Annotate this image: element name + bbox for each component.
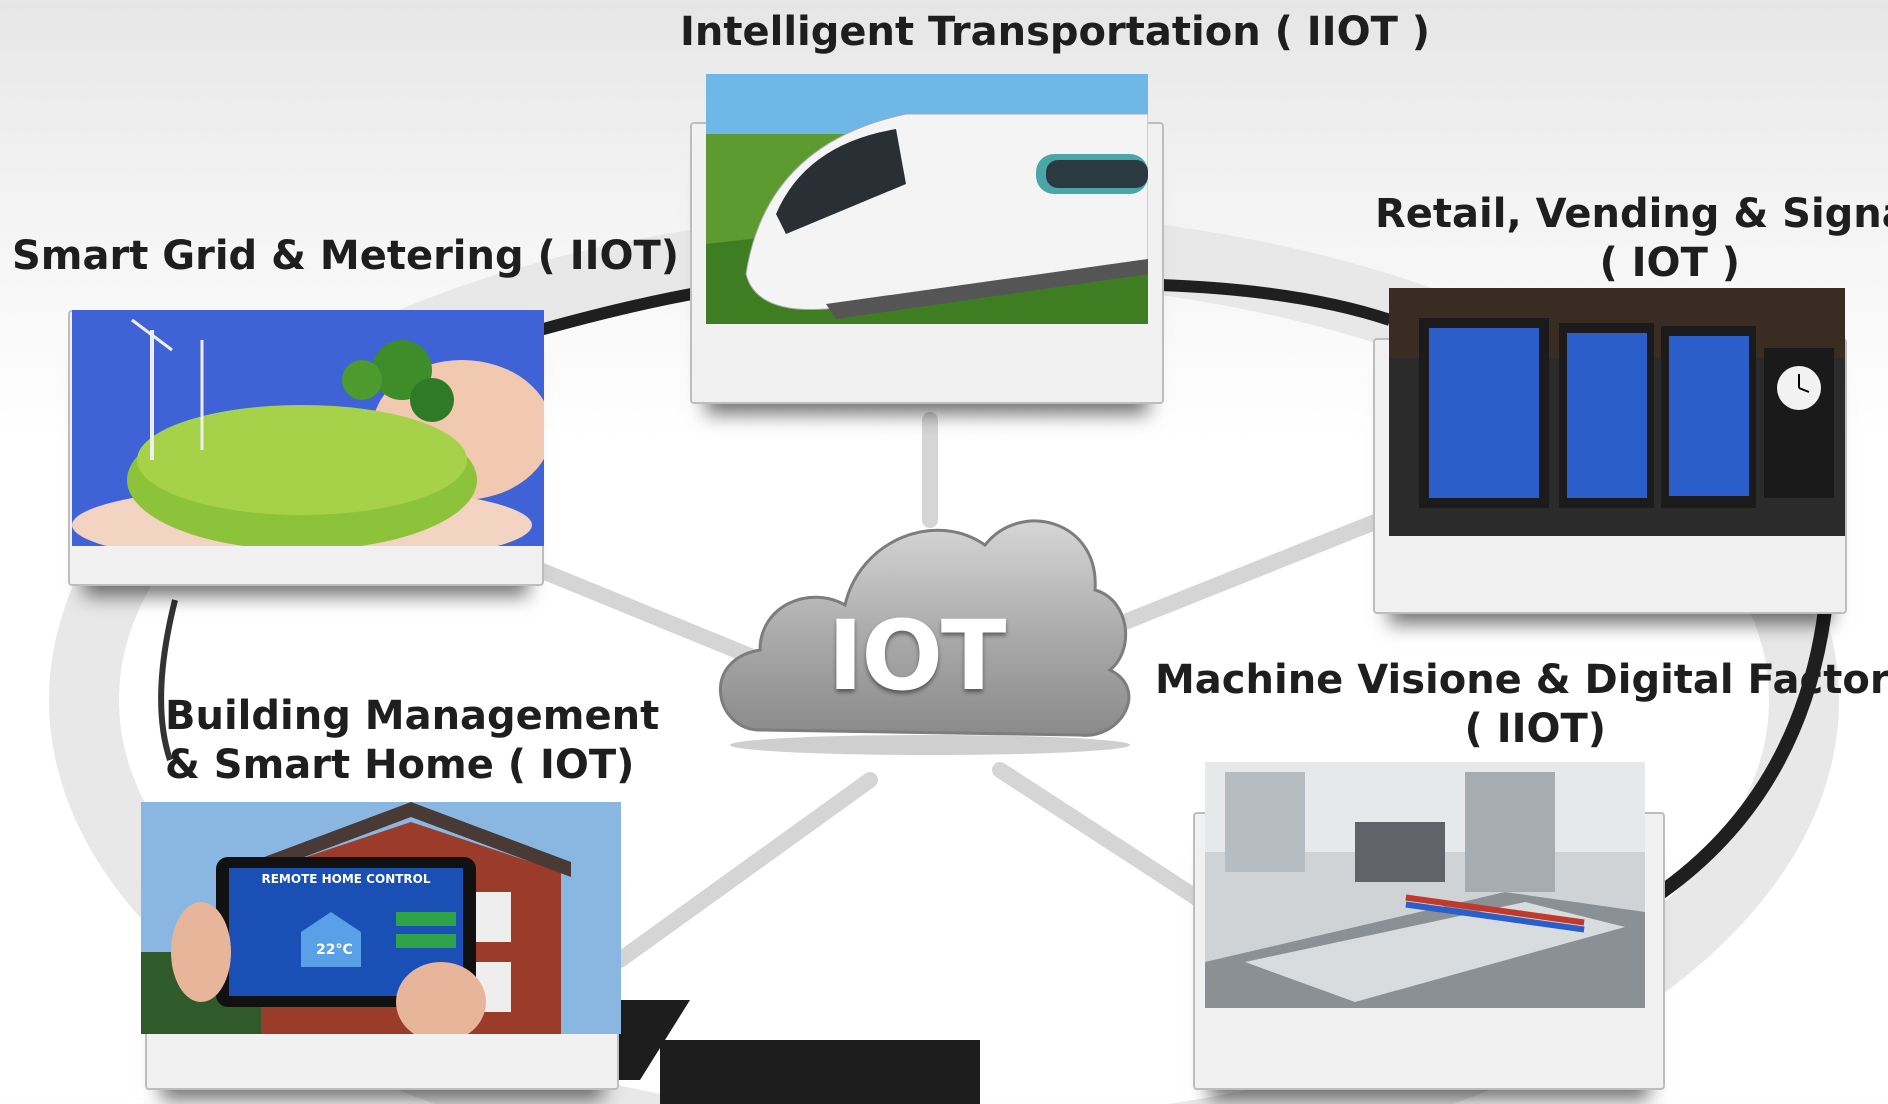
departure-board-photo xyxy=(1389,288,1845,536)
card-factory xyxy=(1193,762,1665,1090)
iot-center-label: IOT xyxy=(827,600,1007,712)
spoke-right xyxy=(1072,512,1388,648)
platform-slab xyxy=(660,1040,980,1104)
label-building-line1: Building Management xyxy=(165,693,660,739)
card-retail xyxy=(1373,288,1847,614)
ring-dark-arc-lowleft xyxy=(158,599,178,761)
label-building: Building Management & Smart Home ( IOT) xyxy=(165,692,659,790)
tablet-home-control-photo: REMOTE HOME CONTROL 22°C xyxy=(141,802,621,1034)
tablet-temperature: 22°C xyxy=(316,942,353,958)
spoke-left xyxy=(532,562,768,668)
label-factory-line1: Machine Visione & Digital Factory xyxy=(1155,657,1888,703)
card-transport xyxy=(690,74,1164,404)
spoke-lowleft xyxy=(612,772,878,968)
label-transport: Intelligent Transportation ( IIOT ) xyxy=(680,8,1430,57)
label-building-line2: & Smart Home ( IOT) xyxy=(165,741,635,788)
cloud-shape xyxy=(719,519,1131,755)
card-smart-grid xyxy=(68,310,544,586)
ring-dark-arc-right xyxy=(1159,279,1392,326)
label-factory-line2: ( IIOT) xyxy=(1464,705,1607,752)
label-retail: Retail, Vending & Signage ( IOT ) xyxy=(1375,190,1888,288)
high-speed-train-photo xyxy=(706,74,1148,324)
factory-production-line-photo xyxy=(1205,762,1645,1008)
label-transport-text: Intelligent Transportation ( IIOT ) xyxy=(680,9,1431,55)
label-smart-grid-text: Smart Grid & Metering ( IIOT) xyxy=(12,233,680,279)
ring-dark-arc-lowright xyxy=(1646,609,1832,906)
label-factory: Machine Visione & Digital Factory ( IIOT… xyxy=(1155,656,1888,754)
label-smart-grid: Smart Grid & Metering ( IIOT) xyxy=(12,232,679,281)
label-retail-line1: Retail, Vending & Signage xyxy=(1375,191,1888,237)
label-retail-line2: ( IOT ) xyxy=(1599,239,1741,286)
earth-in-hand-photo xyxy=(72,310,544,546)
card-building: REMOTE HOME CONTROL 22°C xyxy=(141,802,621,1090)
spoke-lowright xyxy=(992,762,1208,908)
tablet-title: REMOTE HOME CONTROL xyxy=(261,872,431,886)
